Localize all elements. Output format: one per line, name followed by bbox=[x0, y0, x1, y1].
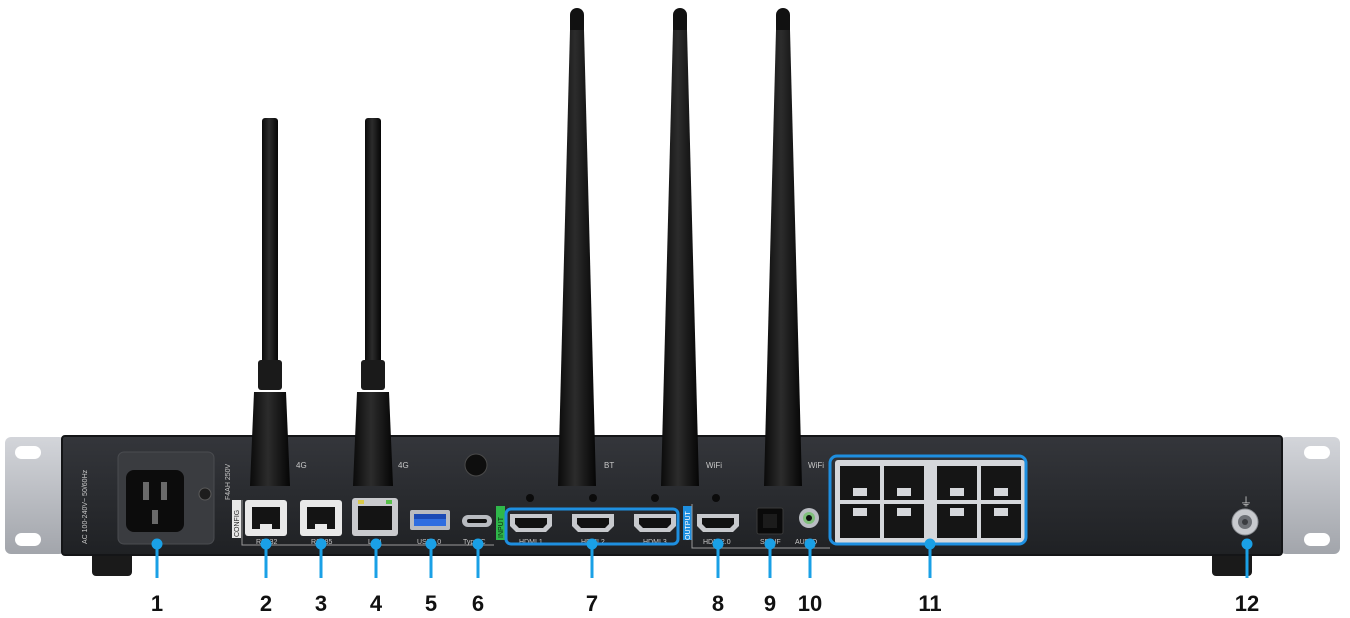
power-inlet bbox=[117, 451, 215, 545]
callout-5: 5 bbox=[425, 591, 437, 616]
usb3-port bbox=[410, 510, 450, 530]
callout-1: 1 bbox=[151, 591, 163, 616]
audio-jack bbox=[799, 508, 819, 528]
hdmi-in-2-port bbox=[572, 514, 614, 532]
callout-7: 7 bbox=[586, 591, 598, 616]
antenna-wifi-label-1: WiFi bbox=[706, 461, 722, 470]
output-bracket bbox=[691, 504, 830, 549]
power-rating-label: AC 100-240V~ 50/60Hz bbox=[82, 469, 89, 544]
antenna-4g-label-1: 4G bbox=[296, 461, 307, 470]
callout-10: 10 bbox=[798, 591, 822, 616]
config-badge bbox=[232, 500, 241, 538]
ground-terminal bbox=[1231, 508, 1259, 536]
lan-port bbox=[352, 498, 398, 536]
callout-9: 9 bbox=[764, 591, 776, 616]
antenna-4g-left bbox=[250, 118, 290, 486]
antenna-hole bbox=[651, 494, 659, 502]
hdmi-in-3-port bbox=[634, 514, 676, 532]
antenna-hole bbox=[526, 494, 534, 502]
config-label: CONFIG bbox=[234, 510, 241, 537]
antenna-4g-label-2: 4G bbox=[398, 461, 409, 470]
callout-lines bbox=[151, 538, 1253, 578]
output-badge bbox=[683, 506, 692, 540]
antenna-wifi-label-2: WiFi bbox=[808, 461, 824, 470]
hdmi-out-port bbox=[697, 514, 739, 532]
callout-12: 12 bbox=[1235, 591, 1259, 616]
callout-2: 2 bbox=[260, 591, 272, 616]
antenna-hole bbox=[712, 494, 720, 502]
spdif-port bbox=[756, 507, 784, 535]
callout-6: 6 bbox=[472, 591, 484, 616]
callout-11: 11 bbox=[918, 591, 941, 616]
callout-3: 3 bbox=[315, 591, 327, 616]
rack-ear-left bbox=[5, 437, 65, 554]
antenna-wifi-right bbox=[764, 8, 802, 486]
antenna-hole bbox=[589, 494, 597, 502]
typec-port bbox=[462, 515, 492, 527]
input-label: INPUT bbox=[498, 516, 505, 538]
callout-8: 8 bbox=[712, 591, 724, 616]
callout-numbers: 1 2 3 4 5 6 7 8 9 10 11 12 bbox=[151, 591, 1259, 616]
hdmi-in-1-port bbox=[510, 514, 552, 532]
rj45-port-block bbox=[835, 460, 1025, 544]
antenna-4g-right bbox=[353, 118, 393, 486]
rs232-port bbox=[245, 500, 287, 536]
antenna-bt bbox=[558, 8, 596, 486]
callout-4: 4 bbox=[370, 591, 383, 616]
input-badge bbox=[496, 506, 505, 540]
rack-ear-right bbox=[1280, 437, 1340, 554]
antenna-wifi-left bbox=[661, 8, 699, 486]
antenna-bt-label: BT bbox=[604, 461, 614, 470]
fuse-rating-label: F4AH 250V bbox=[225, 463, 232, 500]
config-bracket bbox=[241, 500, 494, 546]
rs485-port bbox=[300, 500, 342, 536]
round-button bbox=[464, 453, 488, 477]
ground-symbol: ⏚ bbox=[1240, 495, 1252, 509]
output-label: OUTPUT bbox=[685, 511, 692, 541]
